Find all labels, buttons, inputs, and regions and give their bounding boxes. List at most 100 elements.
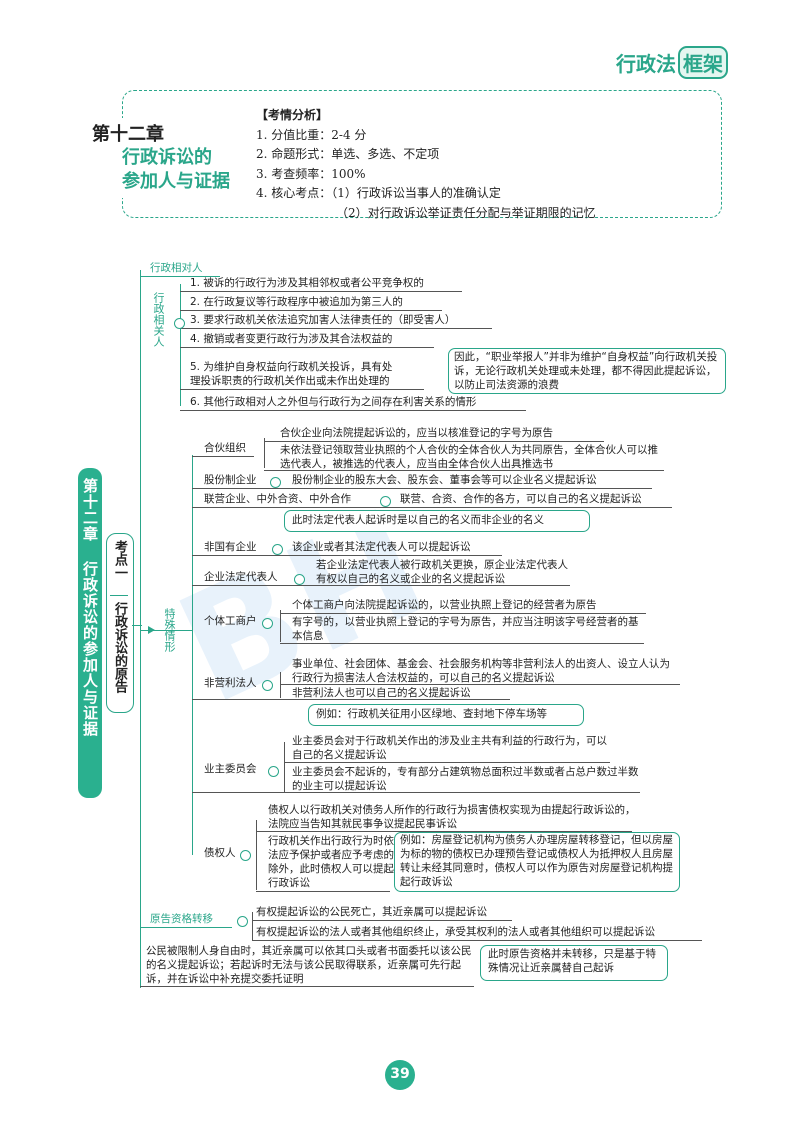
key-point-divider (110, 595, 128, 596)
nonprofit-node (262, 680, 273, 691)
non-state-underline (192, 555, 502, 556)
key-point-title: 行政诉讼的原告 (112, 602, 127, 693)
analysis-item-2: 2. 命题形式：单选、多选、不定项 (256, 147, 440, 161)
owners-line2: 业主委员会不起诉的，专有部分占建筑物总面积过半数或者占总户数过半数的业主可以提起… (292, 766, 639, 792)
third-party-item-2: 2. 在行政复议等行政程序中被追加为第三人的 (190, 296, 403, 308)
creditor-example: 例如：房屋登记机构为债务人办理房屋转移登记，但以房屋为标的物的债权已办理预告登记… (400, 834, 673, 888)
partnership-line1-underline (264, 441, 604, 442)
analysis-item-4: 4. 核心考点：（1）行政诉讼当事人的准确认定 (256, 186, 501, 200)
joint-stock-node (270, 477, 281, 488)
creditor-line1-underline (256, 831, 632, 832)
joint-venture-node (380, 496, 391, 507)
analysis-item-4-line2: （2）对行政诉讼举证责任分配与举证期限的记忆 (336, 205, 596, 220)
partnership-line2-underline (264, 470, 664, 471)
third-party-item-3-node (174, 318, 185, 329)
partnership-line2: 未依法登记领取营业执照的个人合伙的全体合伙人为共同原告，全体合伙人可以推选代表人… (280, 444, 658, 470)
header-brand: 行政法框架 (616, 46, 728, 79)
key-point-label: 考点一 (112, 540, 127, 579)
chapter-title-line2: 参加人与证据 (122, 171, 230, 192)
transfer-line2: 有权提起诉讼的法人或者其他组织终止，承受其权利的法人或者其他组织可以提起诉讼 (256, 926, 655, 938)
chapter-title-line1: 行政诉讼的 (122, 147, 212, 168)
individual-branch (280, 610, 281, 642)
analysis-block: 【考情分析】 1. 分值比重：2-4 分 2. 命题形式：单选、多选、不定项 3… (256, 106, 596, 223)
transfer-restricted: 公民被限制人身自由时，其近亲属可以依其口头或者书面委托以该公民的名义提起诉讼；若… (146, 945, 472, 985)
third-party-item-3: 3. 要求行政机关依法追究加害人法律责任的（即受害人） (190, 314, 456, 326)
legal-rep-text: 若企业法定代表人被行政机关更换，原企业法定代表人有权以自己的名义或企业的名义提起… (316, 559, 568, 585)
third-party-note: 因此，“职业举报人”并非为维护“自身权益”向行政机关投诉，无论行政机关处理或未处… (454, 351, 718, 391)
owners-example: 例如：行政机关征用小区绿地、查封地下停车场等 (316, 708, 547, 720)
transfer-note: 此时原告资格并未转移，只是基于特殊情况让近亲属替自己起诉 (488, 948, 656, 974)
partnership-underline (192, 456, 254, 457)
third-party-item-6: 6. 其他行政相对人之外但与行政行为之间存在利害关系的情形 (190, 396, 477, 408)
nonprofit-label: 非营利法人 (204, 677, 257, 689)
third-party-underline (140, 276, 220, 277)
individual-line2-underline (280, 643, 644, 644)
individual-label: 个体工商户 (204, 615, 257, 627)
non-state-node (272, 544, 283, 555)
nonprofit-branch (280, 672, 281, 698)
legal-rep-underline (192, 585, 570, 586)
third-party-label: 行政相对人 (150, 262, 203, 274)
non-state-note: 此时法定代表人起诉时是以自己的名义而非企业的名义 (292, 514, 544, 526)
analysis-item-3: 3. 考查频率：100% (256, 166, 366, 181)
individual-line1: 个体工商户向法院提起诉讼的，以营业执照上登记的经营者为原告 (292, 599, 597, 611)
individual-line1-underline (280, 613, 646, 614)
transfer-underline (140, 927, 232, 928)
transfer-line1: 有权提起诉讼的公民死亡，其近亲属可以提起诉讼 (256, 906, 487, 918)
partnership-branch (264, 438, 265, 468)
transfer-line2-underline (252, 940, 702, 941)
third-party-item-4: 4. 撤销或者变更行政行为涉及其合法权益的 (190, 333, 393, 345)
owners-node (268, 766, 279, 777)
trunk-line (140, 270, 141, 988)
owners-line1: 业主委员会对于行政机关作出的涉及业主共有利益的行政行为，可以自己的名义提起诉讼 (292, 735, 607, 761)
legal-rep-node (294, 574, 305, 585)
third-party-item-1: 1. 被诉的行政行为涉及其相邻权或者公平竞争权的 (190, 277, 424, 289)
third-party-item-4-line (180, 347, 434, 348)
nonprofit-line1-underline (280, 684, 680, 685)
individual-node (262, 618, 273, 629)
owners-example-box (308, 704, 584, 726)
page-number: 39 (390, 1066, 410, 1082)
third-party-item-2-line (180, 310, 442, 311)
partnership-line1: 合伙企业向法院提起诉讼的，应当以核准登记的字号为原告 (280, 427, 553, 439)
trunk-connector (132, 625, 142, 626)
transfer-node (237, 916, 248, 927)
chapter-number: 第十二章 (92, 124, 164, 145)
third-party-item-5-line2: 理投诉职责的行政机关作出或未作出处理的 (190, 375, 390, 387)
joint-stock-underline (192, 488, 652, 489)
third-party-note-box (448, 348, 726, 394)
third-party-item-1-line (180, 291, 462, 292)
transfer-restricted-underline (140, 986, 474, 987)
special-branch (192, 455, 193, 855)
nonprofit-line1: 事业单位、社会团体、基金会、社会服务机构等非营利法人的出资人、设立人认为行政行为… (292, 658, 670, 684)
creditor-line2: 行政机关作出行政行为时依法应予保护或者应予考虑的除外，此时债权人可以提起行政诉讼 (268, 835, 394, 889)
individual-line2: 有字号的，以营业执照上登记的字号为原告，并应当注明该字号经营者的基本信息 (292, 616, 639, 642)
non-state-label: 非国有企业 (204, 541, 257, 553)
third-party-vertical-label: 行政相关人 (152, 292, 165, 347)
owners-line1-underline (284, 762, 610, 763)
owners-line2-underline (192, 792, 640, 793)
creditor-example-box (394, 832, 680, 892)
side-banner-text: 第十二章 行政诉讼的参加人与证据 (81, 478, 99, 737)
owners-branch (284, 742, 285, 792)
side-banner (78, 468, 102, 798)
brand-box: 框架 (678, 46, 728, 79)
partnership-label: 合伙组织 (204, 442, 246, 454)
joint-venture-underline (192, 507, 672, 508)
joint-venture-text: 联营、合资、合作的各方，可以自己的名义提起诉讼 (400, 493, 642, 505)
special-connector (140, 630, 192, 631)
transfer-line1-underline (252, 920, 512, 921)
transfer-note-box (480, 945, 668, 981)
creditor-branch (256, 820, 257, 890)
owners-label: 业主委员会 (204, 763, 257, 775)
non-state-text: 该企业或者其法定代表人可以提起诉讼 (292, 541, 471, 553)
third-party-branch (180, 284, 181, 406)
joint-stock-text: 股份制企业的股东大会、股东会、董事会等可以企业名义提起诉讼 (292, 474, 597, 486)
joint-venture-label: 联营企业、中外合资、中外合作 (204, 493, 351, 505)
creditor-label: 债权人 (204, 847, 236, 859)
page-number-badge (385, 1060, 415, 1090)
legal-rep-label: 企业法定代表人 (204, 571, 278, 583)
brand-text: 行政法 (616, 52, 676, 76)
transfer-branch (252, 912, 253, 940)
analysis-heading: 【考情分析】 (256, 108, 329, 122)
